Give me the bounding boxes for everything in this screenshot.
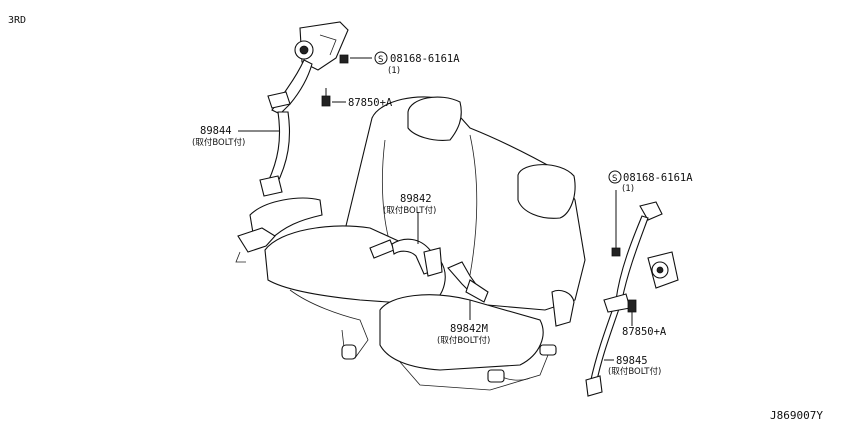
left-seat-belt-assembly [259,21,349,197]
buckle-center-part-number: 89842 [400,193,432,205]
callout-screw-right: S 08168-6161A (1) [608,170,693,194]
right-headrest [517,164,576,219]
buckle-center-m-part-number: 89842M [450,323,488,335]
buckle-center-note: (取付BOLT付) [383,205,436,216]
belt-left-part-number: 89844 [200,125,232,137]
center-buckle-89842 [369,212,443,277]
screw-symbol: S [378,55,383,65]
corner-label: 3RD [8,15,26,26]
diagram-id: J869007Y [770,409,823,422]
screw-right-quantity: (1) [622,184,634,194]
seat-cushion-right [379,294,544,371]
callout-bolt-top: 87850+A [332,97,393,109]
callout-belt-right: 89845 (取付BOLT付) [608,355,661,377]
callout-belt-left: 89844 (取付BOLT付) [192,125,280,148]
belt-right-note: (取付BOLT付) [608,366,661,377]
bolt-right-part-number: 87850+A [622,326,667,338]
left-headrest [407,96,462,141]
right-seat-belt-assembly [585,190,679,397]
belt-left-note: (取付BOLT付) [192,137,245,148]
bolt-top-part-number: 87850+A [348,97,393,109]
screw-top-quantity: (1) [388,66,400,76]
screw-right-symbol: S [612,174,617,184]
belt-right-part-number: 89845 [616,355,648,367]
callout-screw-top: S 08168-6161A (1) [350,51,460,76]
center-buckle-89842m [447,261,489,320]
buckle-center-m-note: (取付BOLT付) [437,335,490,346]
screw-right-part-number: 08168-6161A [623,172,693,184]
screw-top-part-number: 08168-6161A [390,53,460,65]
